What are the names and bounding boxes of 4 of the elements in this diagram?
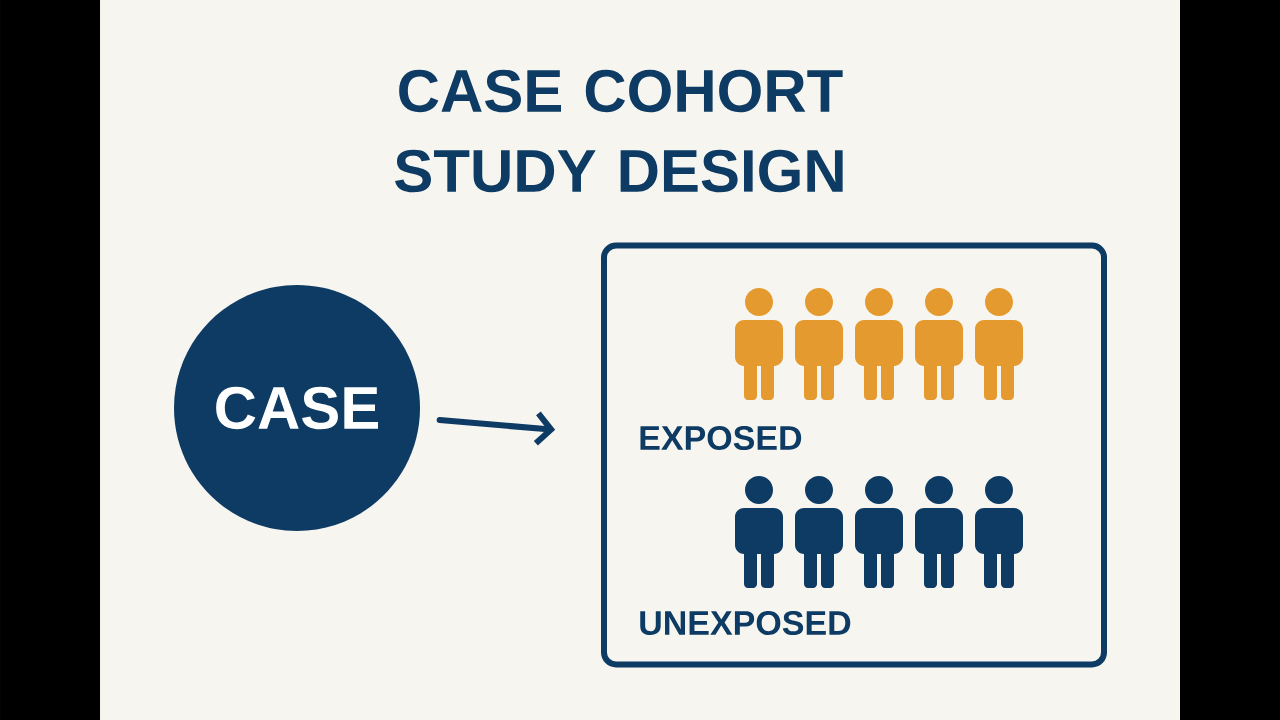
group-label: EXPOSED bbox=[640, 425, 802, 450]
arrow bbox=[436, 411, 556, 446]
group-label: UNEXPOSED bbox=[640, 610, 851, 635]
title: CASE COHORT STUDY DESIGN bbox=[395, 69, 843, 193]
